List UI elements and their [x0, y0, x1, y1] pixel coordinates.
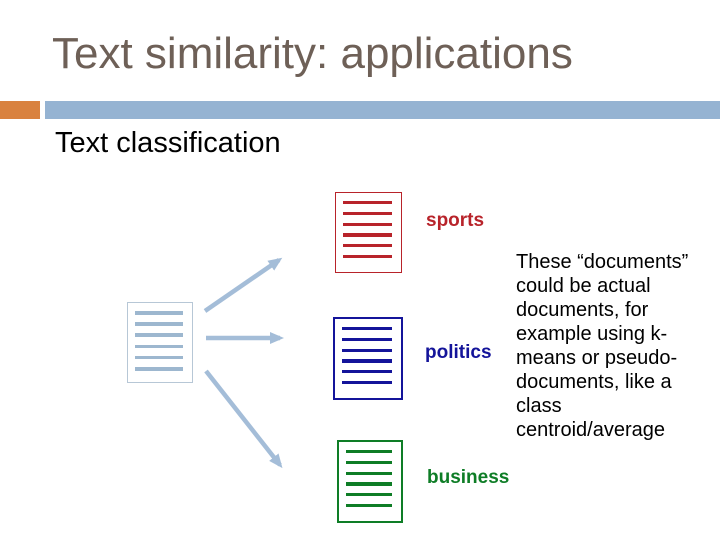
document-text-lines — [128, 303, 192, 371]
arrow-to-business — [204, 369, 283, 469]
document-text-lines — [335, 319, 401, 385]
slide-title: Text similarity: applications — [52, 29, 573, 78]
document-text-lines — [336, 193, 401, 259]
accent-bar-blue — [45, 101, 720, 119]
source-document-icon — [127, 302, 193, 383]
fan-out-arrows — [203, 257, 284, 469]
business-document-icon — [337, 440, 403, 523]
arrow-to-sports — [203, 257, 283, 313]
category-label-business: business — [427, 467, 510, 488]
category-label-sports: sports — [426, 210, 485, 231]
accent-bar-orange — [0, 101, 40, 119]
section-heading: Text classification — [55, 127, 281, 159]
category-label-politics: politics — [425, 342, 492, 363]
document-text-lines — [339, 442, 401, 508]
note-text: These “documents” could be actual docume… — [516, 251, 689, 441]
politics-document-icon — [333, 317, 403, 400]
sports-document-icon — [335, 192, 402, 273]
